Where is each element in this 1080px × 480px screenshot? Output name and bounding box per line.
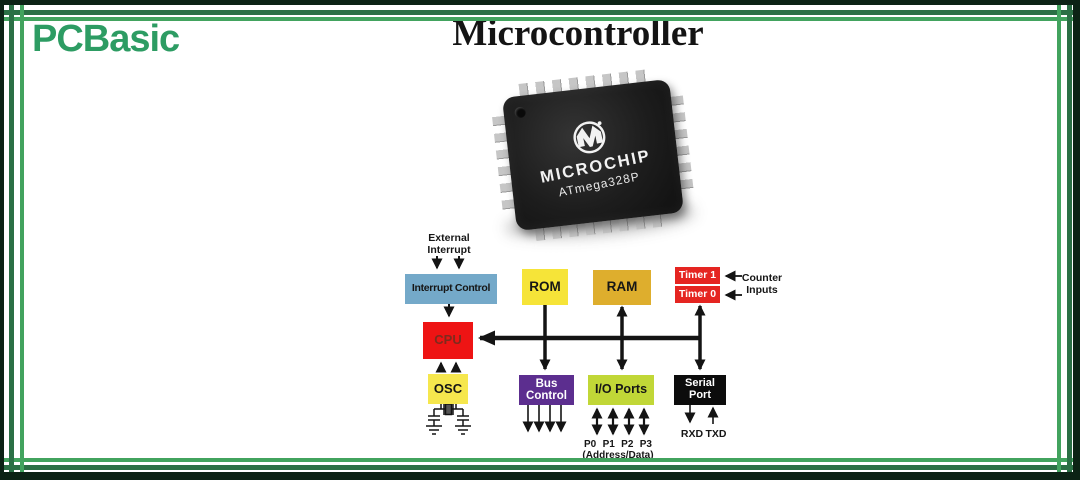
block-ram: RAM	[593, 270, 651, 305]
counter-inputs-label: Counter Inputs	[741, 272, 783, 297]
block-cpu: CPU	[423, 322, 473, 359]
block-timer1: Timer 1	[675, 267, 720, 284]
port-pin-labels: P0 P1 P2 P3	[584, 439, 652, 451]
block-bus-control: Bus Control	[519, 375, 574, 405]
external-interrupt-label: External Interrupt	[427, 232, 471, 257]
pcbasic-logo: PCBasic	[32, 18, 180, 60]
block-rom: ROM	[522, 269, 568, 305]
block-timer0: Timer 0	[675, 286, 720, 303]
page-title: Microcontroller	[452, 13, 704, 54]
rxd-label: RXD	[680, 428, 704, 440]
port-label-p1: P1	[602, 439, 615, 450]
block-osc: OSC	[428, 374, 468, 404]
txd-label: TXD	[705, 428, 727, 440]
port-label-p0: P0	[584, 439, 597, 450]
atmega328p-chip-image: MICROCHIP ATmega328P	[489, 66, 698, 245]
microchip-logo-icon	[573, 121, 606, 154]
block-io-ports: I/O Ports	[588, 375, 654, 405]
chip-body: MICROCHIP ATmega328P	[501, 78, 685, 232]
address-data-label: (Address/Data)	[582, 450, 654, 461]
block-interrupt-control: Interrupt Control	[405, 274, 497, 304]
frame-line-left-dark	[9, 5, 14, 472]
frame-line-right-dark	[1067, 5, 1072, 472]
frame-line-right-light	[1057, 5, 1061, 472]
port-label-p2: P2	[621, 439, 634, 450]
frame-line-left-light	[20, 5, 24, 472]
frame-line-bottom-light	[4, 458, 1073, 462]
chip-pin1-marker	[514, 106, 527, 119]
port-label-p3: P3	[639, 439, 652, 450]
frame-line-bottom-dark	[4, 465, 1073, 470]
chip-markings: MICROCHIP ATmega328P	[531, 108, 656, 203]
block-serial-port: Serial Port	[674, 375, 726, 405]
